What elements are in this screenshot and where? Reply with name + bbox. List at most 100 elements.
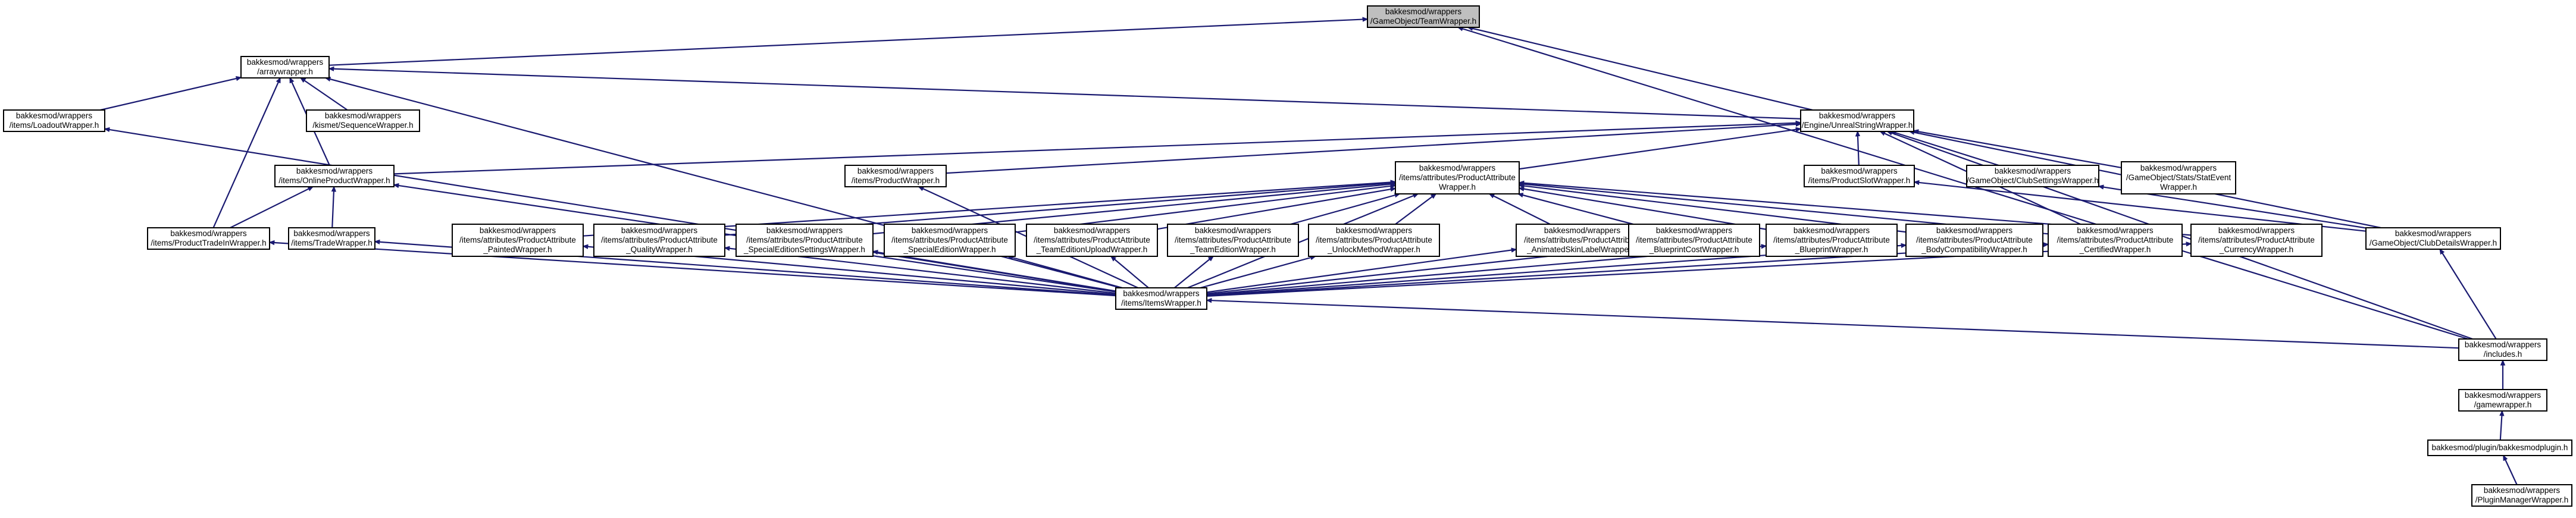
node-specialed[interactable]: bakkesmod/wrappers/items/attributes/Prod… — [884, 224, 1016, 257]
node-kismet[interactable]: bakkesmod/wrappers/kismet/SequenceWrappe… — [306, 109, 420, 132]
node-unreal[interactable]: bakkesmod/wrappers/Engine/UnrealStringWr… — [1800, 109, 1914, 132]
node-label-currency-line-0: bakkesmod/wrappers — [2218, 226, 2295, 235]
node-label-plugin-line-0: bakkesmod/plugin/bakkesmodplugin.h — [2432, 443, 2568, 452]
node-box-blueprint[interactable] — [1766, 224, 1898, 257]
node-bpcost[interactable]: bakkesmod/wrappers/items/attributes/Prod… — [1628, 224, 1760, 257]
node-box-statevent[interactable] — [2121, 161, 2236, 194]
node-product[interactable]: bakkesmod/wrappers/items/ProductWrapper.… — [844, 165, 947, 187]
node-box-painted[interactable] — [452, 224, 584, 257]
node-box-unreal[interactable] — [1800, 109, 1914, 132]
node-box-bpcost[interactable] — [1628, 224, 1760, 257]
node-label-prodattr-line-1: /items/attributes/ProductAttribute — [1399, 173, 1516, 182]
node-animskin[interactable]: bakkesmod/wrappers/items/attributes/Prod… — [1516, 224, 1649, 257]
node-label-painted-line-2: _PaintedWrapper.h — [483, 245, 552, 254]
node-box-team[interactable] — [1367, 5, 1480, 28]
edge-unreal-to-team — [1468, 27, 1813, 111]
edge-clubsettings-to-unreal — [1891, 131, 1999, 167]
node-box-includes[interactable] — [2458, 338, 2547, 361]
node-box-kismet[interactable] — [306, 109, 420, 132]
node-box-items[interactable] — [1115, 287, 1207, 310]
node-prodtradein[interactable]: bakkesmod/wrappers/items/ProductTradeInW… — [147, 227, 270, 250]
node-certified[interactable]: bakkesmod/wrappers/items/attributes/Prod… — [2048, 224, 2183, 257]
edge-items-to-teamupload — [1111, 256, 1149, 288]
node-box-array[interactable] — [240, 56, 330, 79]
node-label-loadout-line-1: /items/LoadoutWrapper.h — [10, 121, 99, 130]
node-pluginmgr[interactable]: bakkesmod/wrappers/PluginManagerWrapper.… — [2471, 484, 2572, 507]
node-box-trade[interactable] — [288, 227, 375, 250]
node-label-painted-line-1: /items/attributes/ProductAttribute — [459, 236, 576, 244]
node-box-prodattr[interactable] — [1395, 161, 1520, 194]
node-bodycompat[interactable]: bakkesmod/wrappers/items/attributes/Prod… — [1905, 224, 2043, 257]
node-box-teamupload[interactable] — [1026, 224, 1158, 257]
node-label-items-line-0: bakkesmod/wrappers — [1123, 289, 1200, 298]
node-onlineprod[interactable]: bakkesmod/wrappers/items/OnlineProductWr… — [274, 165, 395, 187]
node-unlock[interactable]: bakkesmod/wrappers/items/attributes/Prod… — [1308, 224, 1440, 257]
node-box-plugin[interactable] — [2427, 439, 2572, 456]
node-includes[interactable]: bakkesmod/wrappers/includes.h — [2458, 338, 2547, 361]
edge-includes-to-clubdetails — [2439, 249, 2497, 340]
node-label-pluginmgr-line-1: /PluginManagerWrapper.h — [2475, 495, 2569, 504]
node-label-prodtradein-line-1: /items/ProductTradeInWrapper.h — [151, 238, 266, 247]
node-label-specialedsettings-line-2: _SpecialEditionSettingsWrapper.h — [743, 245, 865, 254]
edge-statevent-to-unreal — [1914, 131, 2122, 169]
node-box-prodtradein[interactable] — [147, 227, 270, 250]
node-prodattr[interactable]: bakkesmod/wrappers/items/attributes/Prod… — [1395, 161, 1520, 194]
node-gamewrapper[interactable]: bakkesmod/wrappers/gamewrapper.h — [2458, 389, 2547, 412]
node-specialedsettings[interactable]: bakkesmod/wrappers/items/attributes/Prod… — [735, 224, 874, 257]
node-trade[interactable]: bakkesmod/wrappers/items/TradeWrapper.h — [288, 227, 375, 250]
node-box-prodslot[interactable] — [1804, 165, 1915, 187]
node-box-currency[interactable] — [2190, 224, 2323, 257]
nodes-layer: bakkesmod/wrappers/GameObject/TeamWrappe… — [3, 5, 2572, 507]
node-clubsettings[interactable]: bakkesmod/wrappers/GameObject/ClubSettin… — [1966, 165, 2099, 187]
node-clubdetails[interactable]: bakkesmod/wrappers/GameObject/ClubDetail… — [2365, 227, 2501, 250]
node-statevent[interactable]: bakkesmod/wrappers/GameObject/Stats/Stat… — [2121, 161, 2236, 194]
node-label-clubdetails-line-1: /GameObject/ClubDetailsWrapper.h — [2370, 238, 2497, 247]
node-painted[interactable]: bakkesmod/wrappers/items/attributes/Prod… — [452, 224, 584, 257]
edge-loadout-to-array — [100, 77, 241, 111]
node-teamedition[interactable]: bakkesmod/wrappers/items/attributes/Prod… — [1167, 224, 1299, 257]
node-label-prodslot-line-0: bakkesmod/wrappers — [1821, 167, 1898, 175]
node-label-gamewrapper-line-0: bakkesmod/wrappers — [2465, 391, 2541, 400]
node-box-animskin[interactable] — [1516, 224, 1649, 257]
edge-onlineprod-to-unreal — [393, 123, 1801, 175]
node-label-unreal-line-1: /Engine/UnrealStringWrapper.h — [1802, 121, 1913, 130]
node-box-quality[interactable] — [593, 224, 725, 257]
node-box-product[interactable] — [844, 165, 947, 187]
node-box-certified[interactable] — [2048, 224, 2183, 257]
node-teamupload[interactable]: bakkesmod/wrappers/items/attributes/Prod… — [1026, 224, 1158, 257]
edge-product-to-unreal — [946, 124, 1801, 174]
node-box-teamedition[interactable] — [1167, 224, 1299, 257]
node-items[interactable]: bakkesmod/wrappers/items/ItemsWrapper.h — [1115, 287, 1207, 310]
node-prodslot[interactable]: bakkesmod/wrappers/items/ProductSlotWrap… — [1804, 165, 1915, 187]
node-team[interactable]: bakkesmod/wrappers/GameObject/TeamWrappe… — [1367, 5, 1480, 28]
node-label-certified-line-1: /items/attributes/ProductAttribute — [2057, 236, 2174, 244]
node-loadout[interactable]: bakkesmod/wrappers/items/LoadoutWrapper.… — [3, 109, 105, 132]
node-label-trade-line-1: /items/TradeWrapper.h — [291, 238, 373, 247]
node-label-specialedsettings-line-1: /items/attributes/ProductAttribute — [746, 236, 863, 244]
node-quality[interactable]: bakkesmod/wrappers/items/attributes/Prod… — [593, 224, 725, 257]
node-box-bodycompat[interactable] — [1905, 224, 2043, 257]
edge-bpcost-to-prodattr — [1518, 194, 1633, 225]
edge-unlock-to-prodattr — [1395, 194, 1436, 225]
node-label-statevent-line-2: Wrapper.h — [2160, 183, 2197, 191]
node-box-onlineprod[interactable] — [274, 165, 395, 187]
node-plugin[interactable]: bakkesmod/plugin/bakkesmodplugin.h — [2427, 439, 2572, 456]
node-box-clubsettings[interactable] — [1966, 165, 2099, 187]
node-currency[interactable]: bakkesmod/wrappers/items/attributes/Prod… — [2190, 224, 2323, 257]
node-blueprint[interactable]: bakkesmod/wrappers/items/attributes/Prod… — [1766, 224, 1898, 257]
node-box-loadout[interactable] — [3, 109, 105, 132]
node-box-specialed[interactable] — [884, 224, 1016, 257]
node-box-clubdetails[interactable] — [2365, 227, 2501, 250]
node-array[interactable]: bakkesmod/wrappers/arraywrapper.h — [240, 56, 330, 79]
node-label-specialed-line-1: /items/attributes/ProductAttribute — [891, 236, 1008, 244]
edge-includes-to-team — [1458, 27, 2469, 340]
node-label-quality-line-1: /items/attributes/ProductAttribute — [601, 236, 718, 244]
edge-clubdetails-to-prodslot — [1914, 182, 2367, 232]
node-box-unlock[interactable] — [1308, 224, 1440, 257]
node-box-pluginmgr[interactable] — [2471, 484, 2572, 507]
node-label-specialed-line-0: bakkesmod/wrappers — [912, 226, 988, 235]
node-box-gamewrapper[interactable] — [2458, 389, 2547, 412]
node-label-blueprint-line-1: /items/attributes/ProductAttribute — [1773, 236, 1890, 244]
node-label-bpcost-line-2: _BlueprintCostWrapper.h — [1649, 245, 1739, 254]
node-box-specialedsettings[interactable] — [735, 224, 874, 257]
